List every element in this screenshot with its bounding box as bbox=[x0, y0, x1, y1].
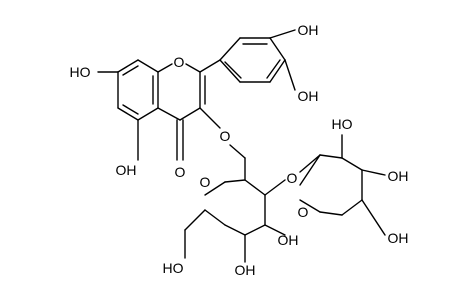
bond bbox=[264, 224, 286, 236]
bond bbox=[361, 169, 386, 176]
bond bbox=[219, 37, 241, 61]
bond bbox=[117, 107, 139, 121]
atom-label-hydroxyl-4prime: OH bbox=[298, 22, 319, 38]
bond bbox=[204, 181, 226, 196]
atom-label-hydroxyl-7: HO bbox=[70, 64, 91, 80]
bond bbox=[157, 107, 181, 121]
atom-label-hydroxyl-5: OH bbox=[116, 162, 137, 178]
bond bbox=[244, 179, 266, 196]
atom-label-glycosidic-oxygen-3: O bbox=[220, 128, 231, 144]
bond bbox=[269, 29, 296, 39]
bond bbox=[179, 107, 201, 121]
bond bbox=[224, 224, 246, 236]
bond bbox=[157, 63, 173, 73]
bond-double bbox=[122, 65, 139, 76]
bond bbox=[117, 59, 139, 73]
atom-label-pentose-hydroxyl-3: OH bbox=[388, 168, 409, 184]
atom-label-hexose-hydroxyl-4: OH bbox=[235, 262, 256, 278]
bond bbox=[284, 59, 296, 91]
bond bbox=[185, 63, 201, 73]
bond-double bbox=[122, 104, 139, 115]
atom-label-hydroxymethyl-oh: HO bbox=[163, 260, 184, 276]
atom-label-pentose-ring-oxygen: O bbox=[298, 204, 309, 220]
atom-label-pentose-hydroxyl-4: OH bbox=[388, 230, 409, 246]
bond bbox=[341, 199, 363, 216]
atom-label-ring-oxygen: O bbox=[174, 54, 185, 70]
bond bbox=[137, 107, 159, 121]
bond-double bbox=[224, 61, 242, 79]
bond bbox=[269, 59, 286, 83]
bond bbox=[184, 209, 206, 231]
atom-label-hydroxyl-3prime: OH bbox=[298, 88, 319, 104]
bond bbox=[299, 154, 321, 173]
bond bbox=[219, 59, 241, 83]
atom-label-pentose-hydroxyl-2: HO bbox=[332, 116, 353, 132]
bond bbox=[244, 224, 266, 236]
atom-label-carbonyl-oxygen: O bbox=[175, 164, 186, 180]
bond bbox=[299, 199, 321, 213]
bond bbox=[264, 179, 286, 196]
bond bbox=[269, 37, 286, 61]
bond bbox=[204, 209, 226, 226]
atom-label-hexose-hydroxyl-3: OH bbox=[278, 232, 299, 248]
bond bbox=[137, 59, 159, 73]
bond bbox=[341, 157, 363, 171]
bond bbox=[361, 199, 386, 236]
bond bbox=[199, 107, 221, 129]
atom-label-layer: O HO OH O OH OH O O HO OH OH O O HO OH O… bbox=[70, 22, 409, 278]
bond-layer bbox=[97, 29, 386, 263]
bond bbox=[319, 154, 343, 159]
bond bbox=[229, 144, 246, 159]
atom-label-hexose-ring-oxygen: O bbox=[200, 174, 211, 190]
bond bbox=[199, 59, 221, 73]
atom-label-glycosidic-oxygen-2: O bbox=[287, 170, 298, 186]
bond-double bbox=[266, 59, 281, 79]
bond bbox=[224, 179, 246, 183]
bond bbox=[299, 154, 321, 186]
bond bbox=[319, 211, 343, 216]
